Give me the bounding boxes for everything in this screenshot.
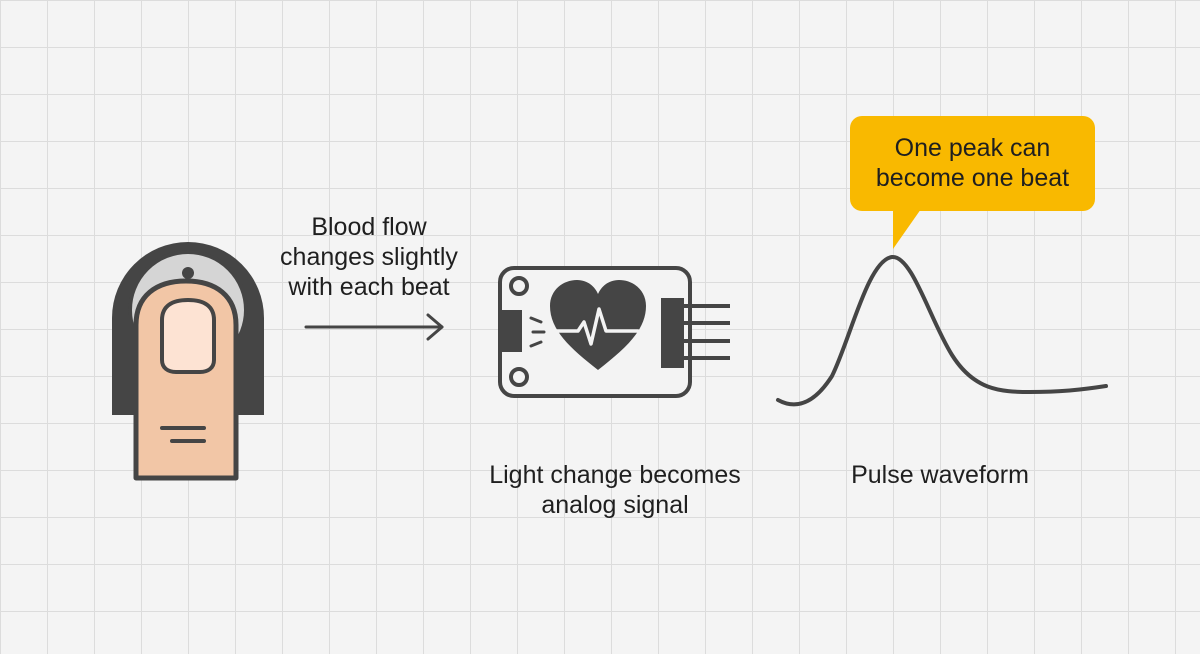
pin-header [661, 298, 684, 368]
sensor-led-dot [182, 267, 194, 279]
blood-flow-label-line-1: Blood flow [311, 213, 427, 241]
analog-signal-label: Light change becomes analog signal [460, 460, 770, 520]
light-emitter [500, 310, 522, 352]
callout-line-1: One peak can [894, 134, 1051, 162]
pulse-waveform-label: Pulse waveform [820, 460, 1060, 490]
mount-hole-top [509, 276, 529, 296]
callout-bubble: One peak can become one beat [850, 116, 1095, 211]
callout-tail [893, 209, 921, 249]
blood-flow-label-line-2: changes slightly [280, 243, 458, 271]
pulse-waveform-label-text: Pulse waveform [851, 461, 1029, 489]
callout-line-2: become one beat [875, 164, 1070, 192]
blood-flow-label-line-3: with each beat [288, 273, 450, 301]
fingernail [160, 297, 216, 374]
blood-flow-label: Blood flow changes slightly with each be… [262, 212, 476, 302]
waveform-curve [776, 255, 1108, 407]
heart-pulse-icon [550, 280, 646, 370]
mount-hole-bottom [509, 367, 529, 387]
analog-signal-label-line-1: Light change becomes [489, 461, 741, 489]
analog-signal-label-line-2: analog signal [541, 491, 689, 519]
callout-text: One peak can become one beat [850, 133, 1095, 193]
heart-pulse-line [554, 307, 640, 346]
